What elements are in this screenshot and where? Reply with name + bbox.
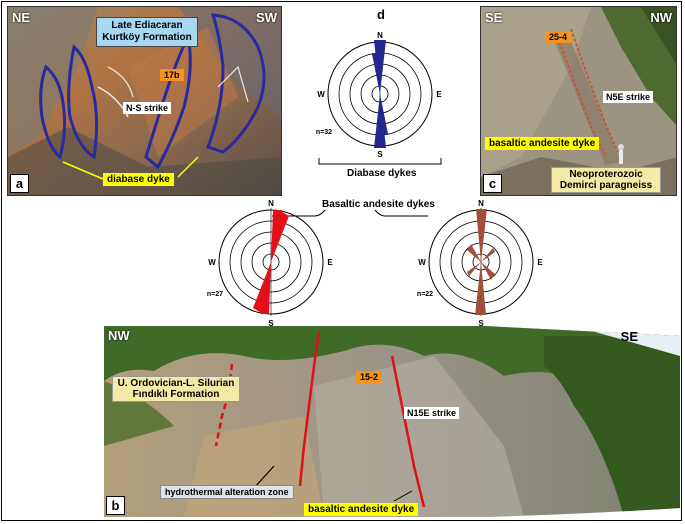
sample-id-badge: 17b: [160, 69, 184, 81]
rose-diagram-basaltic-brown: N S E W n=22: [405, 199, 555, 330]
formation-label: Late Ediacaran Kurtköy Formation: [96, 17, 198, 47]
dyke-outline: [67, 44, 99, 160]
rose-diagram-diabase: d N S E W n=32 Diabase dykes: [305, 7, 455, 188]
rose-brown-svg: N S E W n=22: [417, 199, 543, 328]
rose-petal: [253, 262, 271, 314]
dyke-outline: [206, 13, 266, 154]
dyke-label: basaltic andesite dyke: [304, 503, 419, 516]
sample-count: n=22: [417, 291, 433, 298]
orientation-se: SE: [485, 10, 503, 25]
formation-label: U. Ordovician-L. Silurian Fındıklı Forma…: [112, 376, 240, 402]
photo-panel-a: NE SW Late Ediacaran Kurtköy Formation 1…: [7, 6, 282, 196]
formation-line-1: U. Ordovician-L. Silurian: [117, 378, 235, 389]
compass-s: S: [377, 150, 383, 159]
photo-panel-c: SE NW 25-4 N5E strike basaltic andesite …: [480, 6, 677, 196]
rose-red-svg: N S E W n=27: [207, 199, 333, 328]
dyke-outline: [39, 64, 67, 160]
dyke-label: diabase dyke: [103, 173, 174, 186]
compass-e: E: [436, 90, 442, 99]
rose-petal: [271, 210, 289, 262]
compass-n: N: [478, 200, 484, 208]
orientation-sw: SW: [256, 10, 277, 25]
panel-letter-c: c: [483, 174, 502, 193]
unit-line-1: Neoproterozoic: [569, 169, 643, 180]
rose-diagram-basaltic-red: N S E W n=27: [195, 199, 345, 330]
sample-id-badge: 25-4: [545, 31, 572, 43]
compass-s: S: [478, 319, 484, 328]
orientation-ne: NE: [12, 10, 31, 25]
rose-caption: Diabase dykes: [347, 168, 417, 179]
basaltic-rose-caption: Basaltic andesite dykes: [322, 199, 435, 210]
compass-s: S: [268, 319, 274, 328]
compass-w: W: [317, 90, 325, 99]
orientation-nw: NW: [650, 10, 672, 25]
strike-label: N-S strike: [123, 102, 172, 114]
compass-e: E: [537, 258, 543, 267]
formation-line-2: Kurtköy Formation: [102, 32, 192, 43]
photo-panel-b: NW SE U. Ordovician-L. Silurian Fındıklı…: [104, 326, 680, 517]
orientation-nw: NW: [108, 328, 130, 343]
strike-label: N15E strike: [404, 407, 460, 419]
rose-petal: [476, 209, 487, 262]
compass-w: W: [418, 258, 426, 267]
dyke-label: basaltic andesite dyke: [485, 137, 600, 150]
panel-letter-b: b: [106, 496, 125, 515]
panel-letter-d: d: [377, 7, 385, 22]
sample-count: n=27: [207, 291, 223, 298]
orientation-se: SE: [620, 329, 638, 344]
compass-n: N: [268, 200, 274, 208]
compass-e: E: [327, 258, 333, 267]
compass-w: W: [208, 258, 216, 267]
rose-d-svg: N S E W n=32: [316, 31, 442, 159]
panel-letter-a: a: [10, 174, 29, 193]
rose-petal: [475, 262, 486, 315]
formation-line-2: Fındıklı Formation: [132, 389, 220, 400]
strike-label: N5E strike: [603, 91, 654, 103]
unit-line-2: Demirci paragneiss: [559, 180, 653, 191]
alteration-label: hydrothermal alteration zone: [160, 485, 294, 499]
sample-id-badge: 15-2: [356, 371, 383, 383]
compass-n: N: [377, 31, 383, 40]
formation-line-1: Late Ediacaran: [111, 20, 183, 31]
unit-label: Neoproterozoic Demirci paragneiss: [551, 167, 661, 193]
sample-count: n=32: [316, 129, 332, 136]
